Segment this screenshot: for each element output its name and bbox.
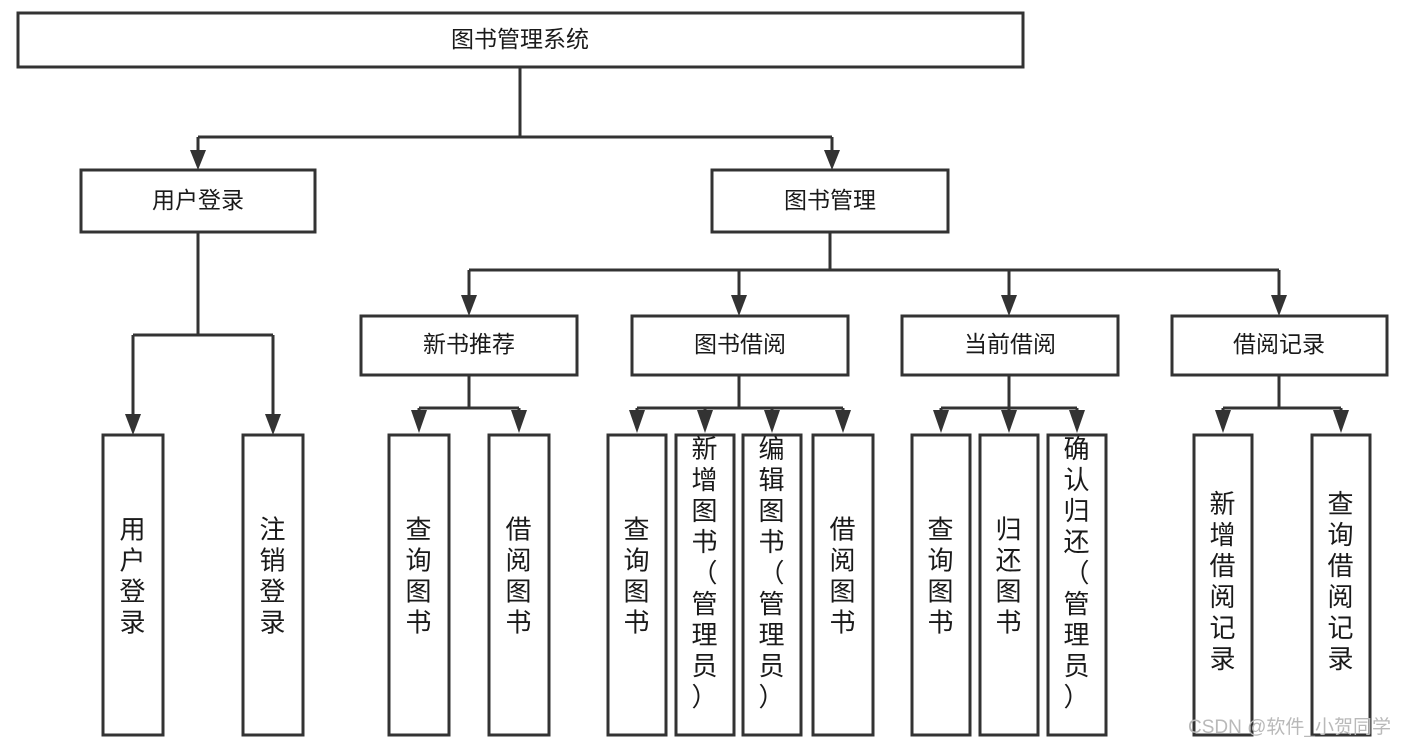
node-user-login-box[interactable] (79, 168, 317, 234)
leaf-bb-edit-book-box[interactable] (741, 433, 803, 737)
node-root-system[interactable]: 图书管理系统 (16, 11, 1025, 69)
leaf-node-cur-query-book[interactable]: 查询图书 (910, 433, 972, 737)
leaf-nb-borrow-book-label: 借阅图书 (505, 515, 532, 638)
arrow-head-current-borrow (1001, 295, 1017, 316)
arrow-head-user-login (190, 150, 206, 170)
node-new-book-recommend[interactable]: 新书推荐 (359, 314, 579, 377)
node-book-management[interactable]: 图书管理 (710, 168, 950, 234)
arrow-head-rec-query (1333, 410, 1349, 433)
node-user-login-label: 用户登录 (152, 187, 244, 213)
arrow-head-bb-query (629, 410, 645, 433)
leaf-node-bb-edit-book[interactable]: 编辑图书（管理员） (741, 433, 803, 737)
node-borrow-record-label: 借阅记录 (1233, 331, 1325, 357)
leaf-rec-query-record-label: 查询借阅记录 (1327, 489, 1354, 674)
leaf-node-cur-return-book[interactable]: 归还图书 (978, 433, 1040, 737)
leaf-logout-label: 注销登录 (259, 515, 286, 638)
leaf-cur-return-book-label: 归还图书 (995, 515, 1022, 638)
leaf-cur-query-book-box[interactable] (910, 433, 972, 737)
node-borrow-record[interactable]: 借阅记录 (1170, 314, 1389, 377)
node-user-login[interactable]: 用户登录 (79, 168, 317, 234)
node-borrow-record-box[interactable] (1170, 314, 1389, 377)
leaf-cur-query-book-label: 查询图书 (927, 515, 954, 638)
node-book-borrow-label: 图书借阅 (694, 331, 786, 357)
leaf-cur-return-book-box[interactable] (978, 433, 1040, 737)
node-current-borrow-box[interactable] (900, 314, 1120, 377)
leaf-cur-confirm-return-box[interactable] (1046, 433, 1108, 737)
leaf-user-login-box[interactable] (101, 433, 165, 737)
leaf-node-nb-borrow-book[interactable]: 借阅图书 (487, 433, 551, 737)
leaf-node-rec-add-record[interactable]: 新增借阅记录 (1192, 433, 1254, 737)
leaf-node-logout[interactable]: 注销登录 (241, 433, 305, 737)
leaf-rec-query-record-box[interactable] (1310, 433, 1372, 737)
arrow-head-cur-query (933, 410, 949, 433)
leaf-bb-query-book-label: 查询图书 (623, 515, 650, 638)
leaf-node-bb-add-book[interactable]: 新增图书（管理员） (674, 433, 736, 737)
node-root-box[interactable] (16, 11, 1025, 69)
arrow-head-book-borrow (731, 295, 747, 316)
node-current-borrow-label: 当前借阅 (964, 331, 1056, 357)
leaf-rec-add-record-box[interactable] (1192, 433, 1254, 737)
leaf-bb-edit-book-label: 编辑图书（管理员） (758, 434, 785, 712)
node-root-label: 图书管理系统 (451, 26, 589, 52)
node-book-borrow[interactable]: 图书借阅 (630, 314, 850, 377)
leaf-node-user-login[interactable]: 用户登录 (101, 433, 165, 737)
arrow-head-book-mgmt (824, 150, 840, 170)
arrow-head-leaf-logout (265, 414, 281, 435)
leaf-node-bb-borrow-book[interactable]: 借阅图书 (811, 433, 875, 737)
leaf-rec-add-record-label: 新增借阅记录 (1209, 489, 1236, 674)
leaf-node-cur-confirm-return[interactable]: 确认归还（管理员） (1046, 433, 1108, 737)
arrow-head-borrow-record (1271, 295, 1287, 316)
arrow-head-cur-return (1001, 410, 1017, 433)
leaf-bb-borrow-book-label: 借阅图书 (829, 515, 856, 638)
arrow-head-bb-edit (764, 410, 780, 433)
leaf-nb-query-book-box[interactable] (387, 433, 451, 737)
leaf-bb-query-book-box[interactable] (606, 433, 668, 737)
node-book-management-label: 图书管理 (784, 187, 876, 213)
leaf-nb-query-book-label: 查询图书 (405, 515, 432, 638)
leaf-bb-add-book-label: 新增图书（管理员） (691, 434, 718, 712)
node-new-book-recommend-label: 新书推荐 (423, 331, 515, 357)
arrow-head-leaf-user-login (125, 414, 141, 435)
connector-layer (125, 67, 1349, 435)
arrow-head-newbook-borrow (511, 410, 527, 433)
leaf-node-bb-query-book[interactable]: 查询图书 (606, 433, 668, 737)
arrow-head-new-book (461, 295, 477, 316)
leaf-node-rec-query-record[interactable]: 查询借阅记录 (1310, 433, 1372, 737)
node-book-borrow-box[interactable] (630, 314, 850, 377)
leaf-user-login-label: 用户登录 (119, 515, 146, 638)
leaf-nb-borrow-book-box[interactable] (487, 433, 551, 737)
arrow-head-cur-confirm (1069, 410, 1085, 433)
leaf-cur-confirm-return-label: 确认归还（管理员） (1063, 434, 1090, 712)
node-current-borrow[interactable]: 当前借阅 (900, 314, 1120, 377)
arrow-head-bb-borrow (835, 410, 851, 433)
leaf-bb-borrow-book-box[interactable] (811, 433, 875, 737)
arrow-head-newbook-query (411, 410, 427, 433)
node-book-management-box[interactable] (710, 168, 950, 234)
leaf-bb-add-book-box[interactable] (674, 433, 736, 737)
node-new-book-recommend-box[interactable] (359, 314, 579, 377)
leaf-logout-box[interactable] (241, 433, 305, 737)
leaf-node-nb-query-book[interactable]: 查询图书 (387, 433, 451, 737)
arrow-head-bb-add (697, 410, 713, 433)
arrow-head-rec-add (1215, 410, 1231, 433)
